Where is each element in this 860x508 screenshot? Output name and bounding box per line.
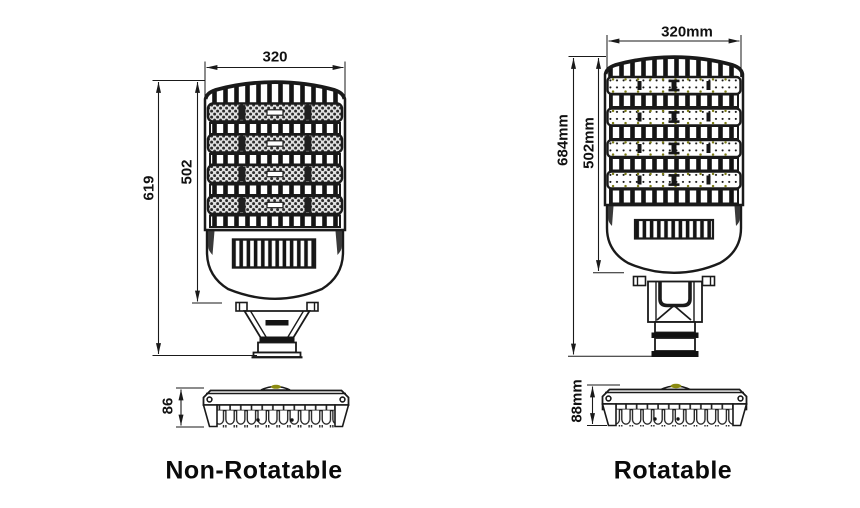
non-rotatable-dimensions [152,61,346,428]
dim-label-width-nonrotatable: 320 [262,48,288,66]
dim-label-side-height-nonrotatable: 86 [159,397,177,415]
rotatable-side-view [601,383,748,427]
dim-label-body-height-rotatable: 502mm [580,117,598,169]
rotatable-dimensions [568,35,742,426]
rotatable-front-view [603,55,745,357]
caption-non-rotatable: Non-Rotatable [165,456,343,485]
dim-label-side-height-rotatable: 88mm [568,379,586,423]
caption-rotatable: Rotatable [613,456,733,485]
fixed-mount-bracket [235,301,319,359]
dim-label-total-height-rotatable: 684mm [554,114,572,166]
dim-label-body-height-nonrotatable: 502 [178,159,196,185]
dim-label-total-height-nonrotatable: 619 [140,175,158,201]
dim-label-width-rotatable: 320mm [661,23,713,41]
non-rotatable-side-view [202,384,350,428]
non-rotatable-front-view [203,80,347,359]
rotatable-mount-joint [632,275,716,357]
